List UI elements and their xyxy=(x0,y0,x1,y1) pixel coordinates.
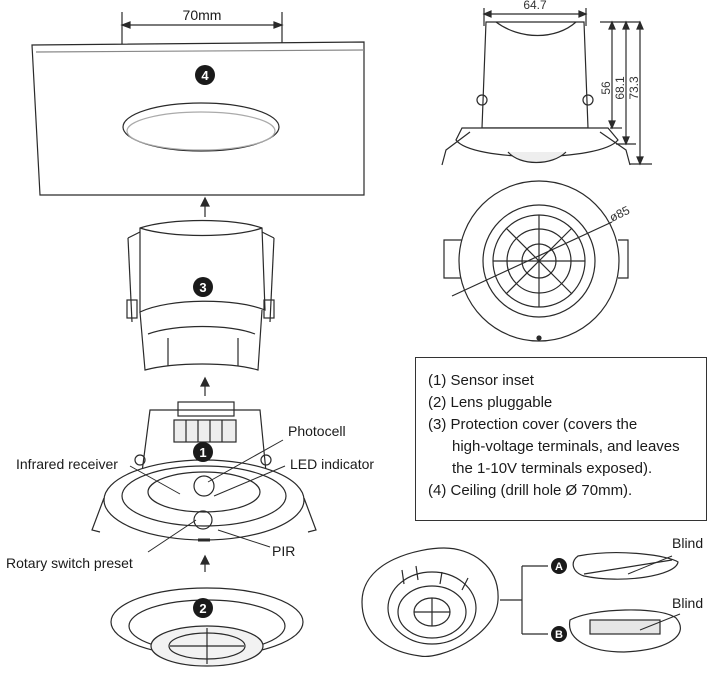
legend-item-1: (1) Sensor inset xyxy=(428,372,534,389)
assembly-arrow-2 xyxy=(200,376,210,396)
leader-led xyxy=(213,465,286,497)
leader-rotary xyxy=(147,519,197,553)
blind-bracket xyxy=(500,565,548,635)
drill-hole xyxy=(122,102,280,152)
callout-photocell: Photocell xyxy=(288,423,346,439)
blind-b xyxy=(569,609,681,653)
marker-3-circle xyxy=(193,277,213,297)
assembly-arrow-1 xyxy=(200,196,210,217)
marker-b-label: B xyxy=(555,629,563,641)
callout-pir: PIR xyxy=(272,543,295,559)
leader-infrared xyxy=(129,465,181,495)
marker-a-label: A xyxy=(555,561,563,573)
leader-photocell xyxy=(207,439,284,483)
callout-rotary-switch: Rotary switch preset xyxy=(6,555,133,571)
ceiling-board xyxy=(31,41,365,196)
marker-4-circle xyxy=(195,65,215,85)
lens-pluggable xyxy=(110,587,304,667)
top-view xyxy=(443,180,629,342)
marker-2-circle xyxy=(193,598,213,618)
sensor-with-blinds xyxy=(361,547,499,658)
callout-blind-a: Blind xyxy=(672,535,703,551)
leader-pir xyxy=(217,529,271,548)
marker-1-label: 1 xyxy=(199,445,206,460)
callout-blind-b: Blind xyxy=(672,595,703,611)
dim-label-diameter: ø85 xyxy=(607,203,632,225)
legend-box: (1) Sensor inset (2) Lens pluggable (3) … xyxy=(415,357,707,521)
dim-label-73: 73.3 xyxy=(627,76,641,100)
drill-hole-inner xyxy=(126,111,276,151)
dim-label-64: 64.7 xyxy=(523,0,547,12)
legend-item-3-line-1: (3) Protection cover (covers the xyxy=(428,416,638,433)
marker-3-label: 3 xyxy=(199,280,206,295)
assembly-arrow-3 xyxy=(200,554,210,572)
dim-label-56: 56 xyxy=(599,81,613,95)
blind-a xyxy=(572,552,679,580)
marker-4-label: 4 xyxy=(201,68,209,83)
ceiling-board-edge xyxy=(35,49,365,53)
dim-arrow-left xyxy=(120,21,131,29)
ceiling-panel xyxy=(31,12,365,196)
dim-arrow-right xyxy=(273,21,284,29)
dim-label-70mm: 70mm xyxy=(183,7,222,23)
callout-leaders xyxy=(129,439,286,553)
marker-a-circle xyxy=(551,558,567,574)
diameter-line xyxy=(451,221,613,297)
marker-2-label: 2 xyxy=(199,601,206,616)
callout-infrared-receiver: Infrared receiver xyxy=(16,456,118,472)
dim-label-68: 68.1 xyxy=(613,76,627,100)
legend-item-3-line-3: the 1-10V terminals exposed). xyxy=(452,460,653,477)
legend-item-4: (4) Ceiling (drill hole Ø 70mm). xyxy=(428,482,633,499)
sensor-inset xyxy=(91,401,317,542)
callout-led-indicator: LED indicator xyxy=(290,456,374,472)
marker-1-circle xyxy=(193,442,213,462)
protection-cover xyxy=(126,219,275,371)
legend-item-3-line-2: high-voltage terminals, and leaves xyxy=(452,438,680,455)
side-view xyxy=(441,8,652,166)
legend-item-2: (2) Lens pluggable xyxy=(428,394,553,411)
marker-b-circle xyxy=(551,626,567,642)
